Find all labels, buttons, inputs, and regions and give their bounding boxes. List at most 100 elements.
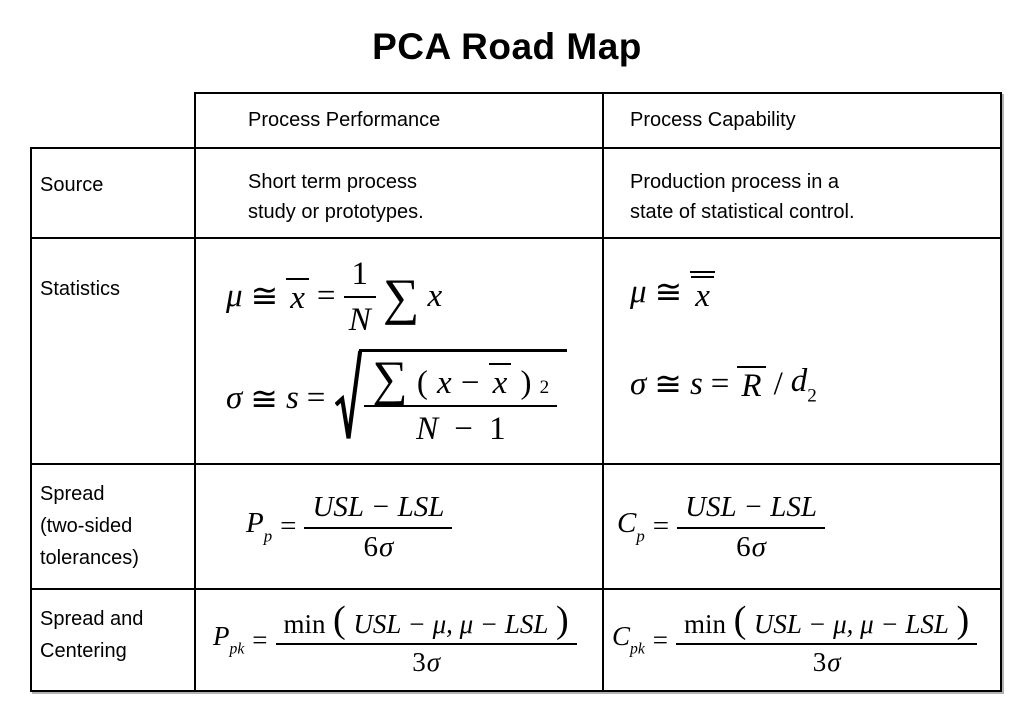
subscript-p: p bbox=[636, 526, 645, 546]
approx-symbol: ≅ bbox=[250, 381, 278, 418]
cell-centering-capability: Cpk = min ( USL − μ, μ − LSL ) 3σ bbox=[602, 588, 1002, 692]
N-variable: N bbox=[416, 411, 439, 447]
left-paren: ( bbox=[733, 598, 747, 641]
x-bar: x bbox=[488, 363, 512, 400]
equals-sign: = bbox=[652, 624, 669, 655]
R-bar: R bbox=[737, 365, 766, 403]
sum-symbol: ∑ bbox=[372, 351, 408, 406]
usl-minus-lsl: USL − LSL bbox=[312, 490, 445, 523]
equals-sign: = bbox=[252, 624, 268, 655]
three-digit: 3 bbox=[812, 646, 827, 677]
radicand: ∑ ( x − x ) 2 N bbox=[359, 349, 568, 448]
x-variable: x bbox=[691, 276, 714, 313]
d-variable: d bbox=[790, 363, 808, 399]
page-title: PCA Road Map bbox=[372, 26, 642, 67]
fraction-sum-squares: ∑ ( x − x ) 2 N bbox=[364, 354, 558, 448]
cell-source-performance: Short term process study or prototypes. bbox=[194, 147, 604, 239]
one-digit: 1 bbox=[489, 411, 506, 447]
subscript-two: 2 bbox=[807, 385, 817, 407]
right-paren: ) bbox=[956, 598, 970, 641]
row-label-source: Source bbox=[30, 147, 196, 239]
row-label-spread-centering: Spread and Centering bbox=[30, 588, 196, 692]
corner-empty-cell bbox=[31, 93, 195, 148]
square-root: ∑ ( x − x ) 2 N bbox=[335, 349, 568, 448]
fraction-min-3sigma: min ( USL − μ, μ − LSL ) 3σ bbox=[275, 600, 577, 678]
sum-symbol: ∑ bbox=[383, 269, 420, 327]
x-bar: x bbox=[286, 277, 309, 315]
approx-symbol: ≅ bbox=[250, 279, 279, 315]
min-operator: min bbox=[684, 608, 727, 639]
sigma-symbol: σ bbox=[630, 365, 647, 402]
subscript-pk: pk bbox=[229, 640, 245, 658]
equals-sign: = bbox=[652, 510, 670, 542]
Cp-index: Cp bbox=[617, 507, 645, 546]
d2-constant: d2 bbox=[791, 361, 817, 408]
fraction-one-over-N: 1 N bbox=[343, 253, 377, 339]
formula-mean-xdoublebar: μ ≅ x bbox=[630, 271, 715, 313]
left-paren: ( bbox=[416, 365, 428, 401]
formula-Cp: Cp = USL − LSL 6σ bbox=[617, 490, 825, 564]
Pp-index: Pp bbox=[246, 507, 272, 546]
statistics-performance-formulas: μ ≅ x = 1 N ∑ x σ ≅ s bbox=[196, 239, 602, 448]
mu-symbol: μ bbox=[226, 277, 243, 314]
mu-symbol: μ bbox=[630, 273, 647, 310]
source-row: Source Short term process study or proto… bbox=[30, 147, 1002, 239]
sigma-symbol: σ bbox=[226, 380, 243, 416]
formula-stddev-estimate: σ ≅ s = ∑ ( bbox=[226, 349, 568, 448]
cell-statistics-performance: μ ≅ x = 1 N ∑ x σ ≅ s bbox=[194, 237, 604, 465]
C-symbol: C bbox=[617, 506, 637, 539]
formula-Cpk: Cpk = min ( USL − μ, μ − LSL ) 3σ bbox=[612, 600, 978, 678]
header-process-capability: Process Capability bbox=[602, 92, 1002, 149]
x-variable: x bbox=[427, 277, 443, 314]
formula-mean-estimate: μ ≅ x = 1 N ∑ x bbox=[226, 253, 442, 339]
header-capability-label: Process Capability bbox=[630, 109, 796, 131]
subscript-p: p bbox=[263, 526, 273, 546]
s-variable: s bbox=[689, 365, 703, 402]
header-process-performance: Process Performance bbox=[194, 92, 604, 149]
pca-roadmap-table: Process Performance Process Capability S… bbox=[30, 92, 1002, 692]
right-paren: ) bbox=[555, 598, 569, 641]
P-symbol: P bbox=[213, 621, 230, 652]
header-row: Process Performance Process Capability bbox=[31, 92, 1002, 149]
fraction-usl-lsl-6sigma: USL − LSL 6σ bbox=[677, 490, 825, 564]
x-variable: x bbox=[437, 365, 452, 401]
Ppk-index: Ppk bbox=[213, 621, 244, 659]
fraction-usl-lsl-6sigma: USL − LSL 6σ bbox=[304, 490, 453, 564]
cell-spread-capability: Cp = USL − LSL 6σ bbox=[602, 463, 1002, 590]
sigma-symbol: σ bbox=[827, 646, 841, 677]
equals-sign: = bbox=[710, 365, 730, 402]
minus-sign: − bbox=[460, 365, 480, 401]
P-symbol: P bbox=[246, 506, 264, 539]
spread-centering-row: Spread and Centering Ppk = min ( USL − μ… bbox=[30, 588, 1002, 692]
row-label-spread: Spread (two-sided tolerances) bbox=[30, 463, 196, 590]
sigma-symbol: σ bbox=[426, 646, 441, 677]
sigma-symbol: σ bbox=[379, 530, 394, 563]
usl-minus-lsl: USL − LSL bbox=[685, 490, 817, 523]
x-double-bar: x bbox=[690, 271, 715, 313]
Cpk-index: Cpk bbox=[612, 621, 645, 659]
header-performance-label: Process Performance bbox=[248, 109, 441, 131]
cell-statistics-capability: μ ≅ x σ ≅ s = R / d2 bbox=[602, 237, 1002, 465]
formula-Pp: Pp = USL − LSL 6σ bbox=[246, 490, 453, 564]
three-digit: 3 bbox=[412, 646, 426, 677]
exponent-two: 2 bbox=[539, 377, 550, 398]
radical-sign-icon bbox=[335, 350, 363, 439]
slash-sign: / bbox=[773, 365, 783, 402]
cell-spread-performance: Pp = USL − LSL 6σ bbox=[194, 463, 604, 590]
spread-row: Spread (two-sided tolerances) Pp = USL −… bbox=[30, 463, 1002, 590]
six-digit: 6 bbox=[363, 530, 379, 563]
statistics-capability-formulas: μ ≅ x σ ≅ s = R / d2 bbox=[604, 239, 1000, 408]
denominator-N: N bbox=[348, 302, 371, 338]
numerator-one: 1 bbox=[351, 256, 369, 292]
equals-sign: = bbox=[316, 277, 336, 314]
approx-symbol: ≅ bbox=[654, 367, 682, 404]
cell-source-capability: Production process in a state of statist… bbox=[602, 147, 1002, 239]
sigma-symbol: σ bbox=[751, 530, 766, 563]
min-arguments: USL − μ, μ − LSL bbox=[353, 608, 549, 639]
approx-symbol: ≅ bbox=[654, 275, 683, 311]
formula-Ppk: Ppk = min ( USL − μ, μ − LSL ) 3σ bbox=[213, 600, 577, 678]
row-label-statistics: Statistics bbox=[30, 237, 196, 465]
right-paren: ) bbox=[520, 365, 532, 401]
statistics-row: Statistics μ ≅ x = 1 N ∑ x bbox=[30, 237, 1002, 465]
